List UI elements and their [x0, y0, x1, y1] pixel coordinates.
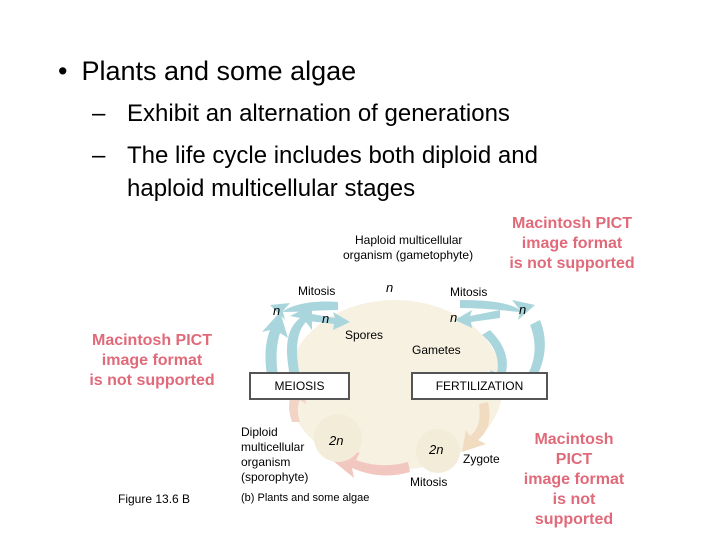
n-top: n: [386, 280, 394, 295]
arrow-meiosis-spores: [287, 305, 312, 376]
pict-line-3: is not supported: [534, 491, 614, 528]
circle-2n-diploid: [314, 414, 362, 462]
pict-placeholder-bottom-right: Macintosh PICT image format is not suppo…: [518, 430, 630, 530]
pict-line-1: Macintosh PICT: [91, 332, 212, 349]
figure-label: Figure 13.6 B: [118, 492, 191, 506]
arrow-spores-n: [300, 312, 350, 330]
sub-bullet-1-text: Exhibit an alternation of generations: [127, 100, 510, 127]
pict-placeholder-top-right: Macintosh PICT image format is not suppo…: [503, 214, 641, 274]
sub-bullet-2-text: The life cycle includes both diploid and: [127, 142, 538, 169]
diagram-caption: (b) Plants and some algae: [241, 492, 370, 504]
sub-bullet-2: –The life cycle includes both diploid an…: [92, 142, 538, 170]
pict-line-1: Macintosh PICT: [511, 215, 632, 232]
dash: –: [92, 100, 106, 127]
n-left: n: [273, 303, 281, 318]
pict-line-3: is not supported: [509, 255, 635, 272]
arrow-gametes-n: [455, 310, 500, 328]
zygote-label: Zygote: [463, 452, 500, 466]
dash: –: [92, 142, 106, 169]
diploid-label-4: (sporophyte): [241, 470, 309, 484]
arrow-fertilization-zygote: [462, 402, 490, 452]
circle-2n-zygote: [416, 429, 460, 473]
pict-line-2: image format: [523, 471, 625, 488]
two-n-zygote: 2n: [429, 442, 444, 457]
diploid-label-1: Diploid: [241, 425, 278, 439]
n-right: n: [519, 302, 527, 317]
bullet-plants: • Plants and some algae: [58, 56, 356, 87]
bullet-dot: •: [58, 56, 68, 86]
fertilization-box: FERTILIZATION: [411, 372, 548, 400]
diploid-label-2: multicellular: [241, 440, 305, 454]
bullet-text: Plants and some algae: [81, 56, 357, 86]
pict-line-2: image format: [521, 235, 623, 252]
haploid-label-1: Haploid multicellular: [355, 233, 463, 247]
mitosis-left-label: Mitosis: [298, 284, 336, 298]
meiosis-box: MEIOSIS: [249, 372, 350, 400]
mitosis-bottom-label: Mitosis: [410, 475, 448, 489]
spores-label: Spores: [345, 328, 384, 342]
pict-placeholder-left: Macintosh PICT image format is not suppo…: [86, 331, 218, 391]
sub-bullet-2-cont: haploid multicellular stages: [127, 175, 416, 202]
gametes-label: Gametes: [412, 343, 461, 357]
pict-line-1: Macintosh PICT: [534, 431, 614, 468]
arrow-mitosis-bottom: [332, 452, 410, 478]
pict-line-3: is not supported: [89, 372, 215, 389]
haploid-label-2: organism (gametophyte): [343, 248, 474, 262]
arrow-mitosis-right: [460, 300, 535, 320]
diploid-label-3: organism: [241, 455, 291, 469]
pict-line-2: image format: [101, 352, 203, 369]
sub-bullet-1: –Exhibit an alternation of generations: [92, 100, 510, 128]
n-gametes: n: [450, 310, 458, 325]
mitosis-right-label: Mitosis: [450, 285, 488, 299]
n-spores: n: [322, 311, 330, 326]
two-n-diploid: 2n: [329, 433, 344, 448]
